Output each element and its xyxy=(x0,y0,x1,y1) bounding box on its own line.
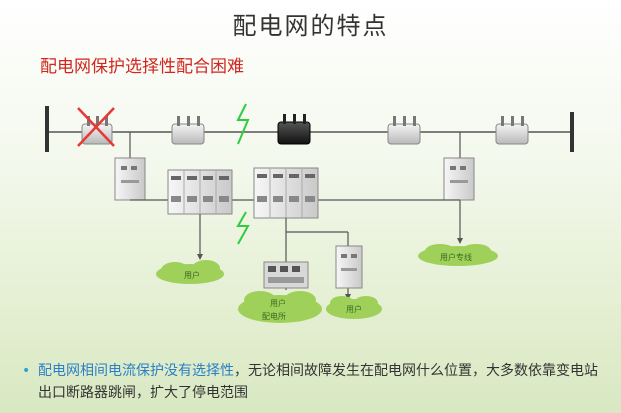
cloud-label-user-left: 用户 xyxy=(184,270,200,280)
bullet-highlight-text: 配电网相间电流保护没有选择性 xyxy=(38,363,234,379)
lightning-icon-lower xyxy=(236,211,250,245)
user-cloud-dedicated: 用户专线 xyxy=(418,244,498,266)
pole-switch-1 xyxy=(81,116,113,145)
slide-title: 配电网的特点 xyxy=(232,12,389,40)
bullet-dot-icon: • xyxy=(22,363,31,379)
switchgear-bank-right xyxy=(253,167,319,219)
substation-busbar-right xyxy=(570,112,574,152)
bullet-body-text: ，无论相间故障发生在配电网什么位置，大多数依靠变电站出口断路器跳闸，扩大了停电范… xyxy=(38,363,598,401)
user-cloud-mid: 用户 配电所 xyxy=(238,291,322,323)
distribution-room-panel xyxy=(263,261,309,289)
pole-switch-tripped xyxy=(277,114,311,145)
fault-cross-icon xyxy=(77,107,115,147)
substation-busbar-left xyxy=(45,106,49,152)
switchgear-bank-left xyxy=(167,169,233,215)
cloud-label-user-dedicated: 用户专线 xyxy=(440,252,472,262)
ring-main-unit-branch xyxy=(335,245,363,289)
bullet-point: • 配电网相间电流保护没有选择性，无论相间故障发生在配电网什么位置，大多数依靠变… xyxy=(22,360,608,404)
lightning-icon-upper xyxy=(236,103,250,145)
cloud-label-user-right: 用户 xyxy=(346,304,362,314)
pole-switch-5 xyxy=(495,116,529,145)
user-cloud-left: 用户 xyxy=(156,260,224,284)
slide-subtitle: 配电网保护选择性配合困难 xyxy=(40,57,244,77)
pole-switch-4 xyxy=(387,116,421,145)
cloud-label-user-mid-2: 配电所 xyxy=(262,311,286,321)
ring-main-unit-right xyxy=(443,157,475,201)
cloud-label-user-mid-1: 用户 xyxy=(270,298,286,308)
pole-switch-2 xyxy=(171,116,205,145)
user-cloud-right: 用户 xyxy=(326,296,382,319)
ring-main-unit-left xyxy=(114,157,146,201)
